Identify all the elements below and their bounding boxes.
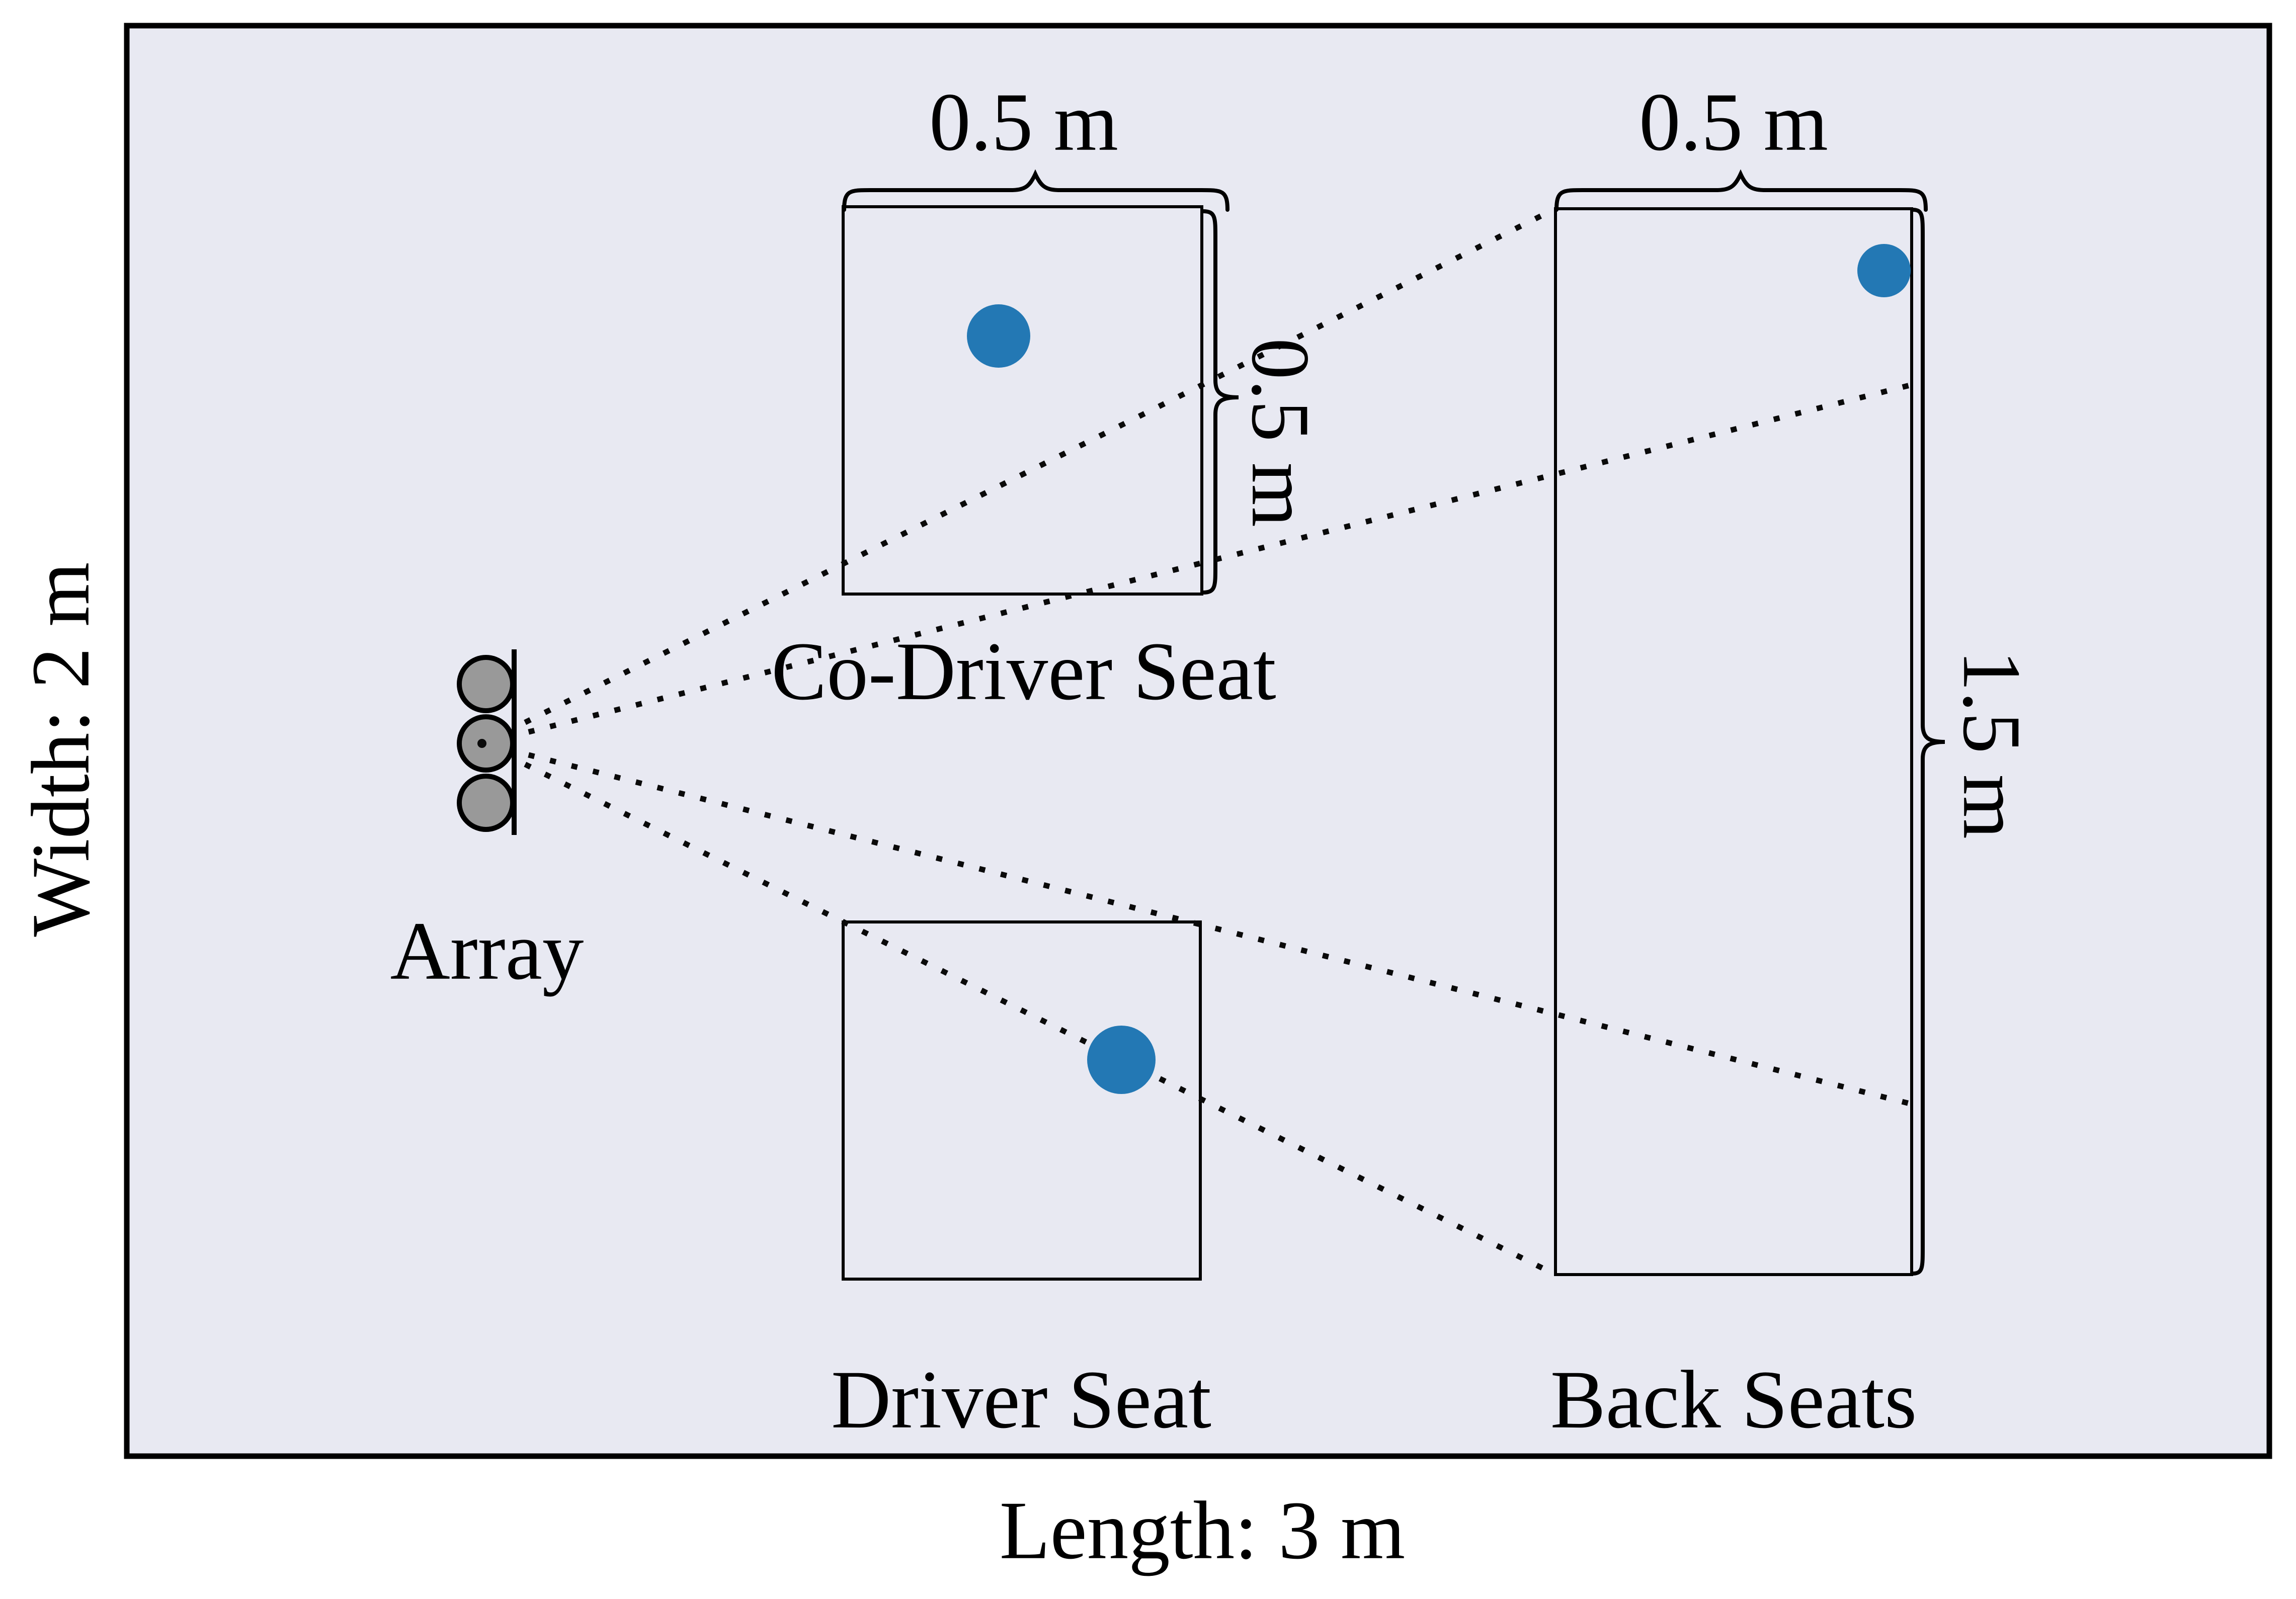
cabin-length-label: Length: 3 m — [1000, 1484, 1406, 1576]
co-driver-width-label: 0.5 m — [929, 76, 1118, 168]
back-seats-length-label: 1.5 m — [1946, 650, 2038, 839]
co-driver-width-brace — [842, 169, 1229, 212]
driver-seat-label: Driver Seat — [831, 1354, 1211, 1446]
co-driver-seat-label: Co-Driver Seat — [771, 625, 1276, 717]
occupant-dot-driver — [1087, 1026, 1156, 1094]
beam-rays — [479, 205, 1915, 1279]
cabin-width-label: Width: 2 m — [15, 562, 107, 937]
back-seats-width-label: 0.5 m — [1639, 76, 1828, 168]
back-seats-width-brace — [1554, 169, 1928, 212]
beam-ray-upper-inner — [479, 381, 1915, 747]
back-seats-label: Back Seats — [1550, 1354, 1917, 1446]
occupant-dot-co-driver — [967, 304, 1030, 368]
array-element-circle — [457, 774, 515, 832]
array-label: Array — [390, 905, 584, 997]
array-element-circle — [457, 655, 515, 713]
co-driver-seat-rectangle — [842, 205, 1203, 596]
occupant-dot-back-seat — [1857, 244, 1911, 297]
co-driver-depth-brace — [1201, 209, 1239, 595]
beam-origin-dot — [477, 739, 486, 748]
beam-ray-lower-inner — [479, 740, 1915, 1108]
back-seats-rectangle — [1554, 207, 1913, 1276]
co-driver-depth-label: 0.5 m — [1235, 338, 1327, 527]
back-seats-length-brace — [1911, 208, 1945, 1276]
